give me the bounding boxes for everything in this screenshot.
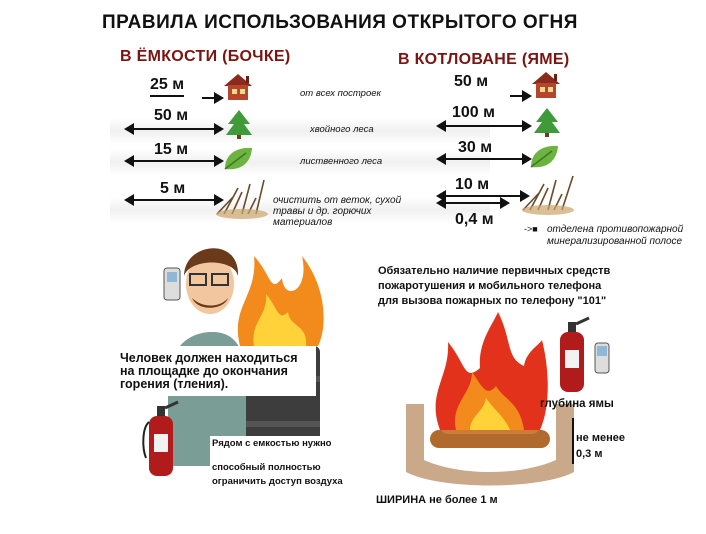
- arrow-right: [202, 92, 224, 104]
- pit-depth-label: глубина ямы: [540, 398, 614, 410]
- person-note-line1: Человек должен находиться: [120, 351, 298, 365]
- person-note-line3: горения (тления).: [120, 377, 229, 391]
- arrow-both: [436, 153, 532, 165]
- arrow-both: [436, 190, 530, 202]
- conifer-tree-icon: [534, 108, 560, 137]
- mobile-phone-icon: [594, 342, 610, 374]
- arrow-both: [124, 194, 224, 206]
- arrow-right: [510, 90, 532, 102]
- right-distance-4: 10 м: [455, 176, 490, 193]
- left-heading: В ЁМКОСТИ (БОЧКЕ): [120, 48, 291, 65]
- person-note-line2: на площадке до окончания: [120, 364, 288, 378]
- depth-marker: [572, 418, 574, 464]
- dry-brush-icon: [216, 179, 268, 219]
- arrow-both: [436, 197, 510, 209]
- barrel-note-box: [210, 436, 354, 488]
- strip-note-line2: минерализированной полосе: [547, 236, 683, 247]
- arrow-both: [124, 123, 224, 135]
- obligation-line1: Обязательно наличие первичных средств: [378, 265, 611, 277]
- label-buildings: от всех построек: [300, 88, 381, 99]
- fire-extinguisher-icon: [560, 316, 590, 392]
- leaf-icon: [224, 147, 252, 170]
- pit-width-label: ШИРИНА не более 1 м: [376, 494, 498, 506]
- page-title: ПРАВИЛА ИСПОЛЬЗОВАНИЯ ОТКРЫТОГО ОГНЯ: [102, 12, 578, 33]
- label-deciduous: лиственного леса: [300, 156, 383, 167]
- left-distance-3: 15 м: [154, 141, 189, 158]
- label-band: [110, 197, 490, 223]
- arrow-both: [436, 120, 532, 132]
- house-icon: [532, 72, 560, 98]
- dry-brush-icon: [522, 175, 574, 215]
- left-distance-4: 5 м: [160, 180, 186, 197]
- barrel-note-line1: Рядом с емкостью нужно: [212, 438, 332, 449]
- obligation-line3: для вызова пожарных по телефону "101": [378, 295, 607, 307]
- arrow-both: [124, 155, 224, 167]
- right-distance-3: 30 м: [458, 139, 493, 156]
- label-band: [110, 149, 490, 175]
- right-distance-5: 0,4 м: [455, 211, 494, 228]
- obligation-line2: пожаротушения и мобильного телефона: [378, 280, 602, 292]
- barrel-note-line2: способный полностью: [212, 462, 321, 473]
- left-distance-1: 25 м: [150, 76, 185, 97]
- right-heading: В КОТЛОВАНЕ (ЯМЕ): [398, 51, 570, 68]
- label-conifer: хвойного леса: [310, 124, 374, 135]
- right-distance-1: 50 м: [454, 73, 489, 90]
- barrel-note-line3: ограничить доступ воздуха: [212, 476, 343, 487]
- label-clear: очистить от веток, сухой травы и др. гор…: [273, 195, 402, 228]
- conifer-tree-icon: [226, 110, 252, 139]
- house-icon: [224, 74, 252, 100]
- label-band: [110, 118, 490, 144]
- pit-depth-value-line2: 0,3 м: [576, 448, 603, 460]
- fire-extinguisher-icon: [142, 400, 179, 476]
- strip-marker: ->■: [524, 224, 538, 234]
- person-note-box: [116, 346, 316, 396]
- pit-fire-illustration: [406, 312, 574, 486]
- leaf-icon: [530, 145, 558, 168]
- right-distance-2: 100 м: [452, 104, 495, 121]
- pit-depth-value-line1: не менее: [576, 432, 625, 444]
- left-distance-2: 50 м: [154, 107, 189, 124]
- strip-note-line1: отделена противопожарной: [547, 224, 684, 235]
